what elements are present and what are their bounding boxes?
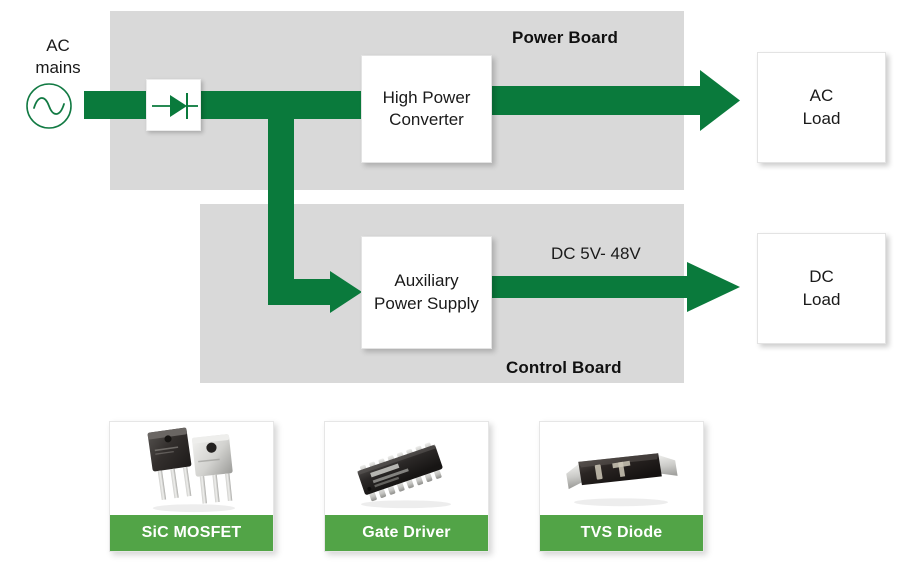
product-card-sic-mosfet[interactable]: SiC MOSFET	[109, 421, 274, 552]
ac-load-block: AC Load	[757, 52, 886, 163]
control-board-title: Control Board	[506, 358, 622, 377]
product-caption-gate-driver: Gate Driver	[325, 515, 488, 551]
product-card-gate-driver[interactable]: Gate Driver	[324, 421, 489, 552]
dc-load-label: DC Load	[802, 267, 841, 309]
flow-acload-arrowhead	[700, 70, 740, 131]
sma-diode-photo	[540, 422, 703, 515]
soic16-ic-photo	[325, 422, 488, 515]
diode-symbol	[152, 93, 198, 119]
product-card-tvs-diode[interactable]: TVS Diode	[539, 421, 704, 552]
auxiliary-power-supply-label: Auxiliary Power Supply	[374, 271, 479, 313]
ac-load-label: AC Load	[802, 86, 841, 128]
flow-dcload-arrowhead	[687, 262, 740, 312]
dc-voltage-annotation: DC 5V- 48V	[551, 244, 641, 263]
ac-source-sine-symbol	[26, 83, 72, 129]
power-board-title: Power Board	[512, 28, 618, 47]
rectifier-diode-block	[146, 79, 201, 131]
dc-load-block: DC Load	[757, 233, 886, 344]
high-power-converter-label: High Power Converter	[382, 87, 471, 129]
ac-mains-label: AC mains	[35, 36, 81, 77]
high-power-converter-block: High Power Converter	[361, 55, 492, 163]
product-caption-sic-mosfet: SiC MOSFET	[110, 515, 273, 551]
to247-transistor-photo	[110, 422, 273, 515]
auxiliary-power-supply-block: Auxiliary Power Supply	[361, 236, 492, 349]
product-caption-tvs-diode: TVS Diode	[540, 515, 703, 551]
